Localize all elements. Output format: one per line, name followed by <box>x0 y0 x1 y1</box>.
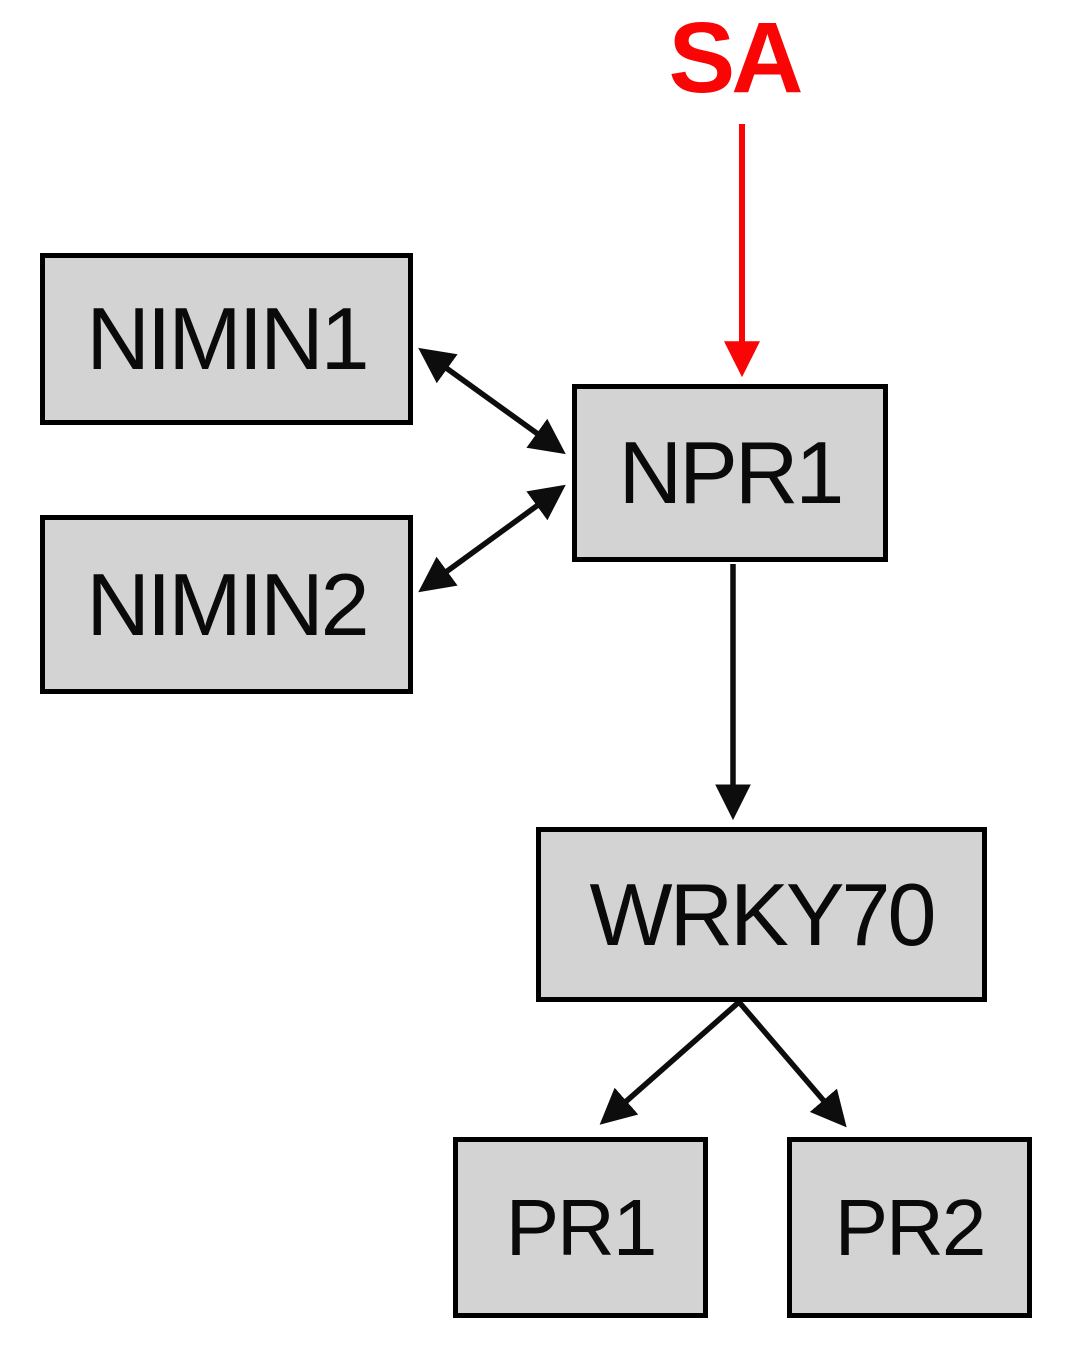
node-npr1-label: NPR1 <box>618 423 845 522</box>
node-wrky70: WRKY70 <box>536 827 987 1002</box>
node-pr2-label: PR2 <box>834 1182 987 1272</box>
wrky70-to-pr2-arrow <box>736 1000 847 1128</box>
node-pr2: PR2 <box>787 1137 1032 1318</box>
node-nimin2: NIMIN2 <box>40 515 413 694</box>
wrky70-to-pr1-arrow <box>599 999 741 1125</box>
node-nimin1: NIMIN1 <box>40 253 413 425</box>
node-nimin2-label: NIMIN2 <box>86 554 369 654</box>
nimin1-npr1-double-arrow <box>418 347 566 455</box>
node-nimin1-label: NIMIN1 <box>86 289 369 388</box>
node-pr1-label: PR1 <box>505 1182 658 1272</box>
node-pr1: PR1 <box>453 1137 708 1318</box>
nimin2-npr1-double-arrow <box>418 484 566 593</box>
node-wrky70-label: WRKY70 <box>589 864 937 964</box>
node-sa: SA <box>668 2 804 114</box>
node-npr1: NPR1 <box>572 384 888 562</box>
